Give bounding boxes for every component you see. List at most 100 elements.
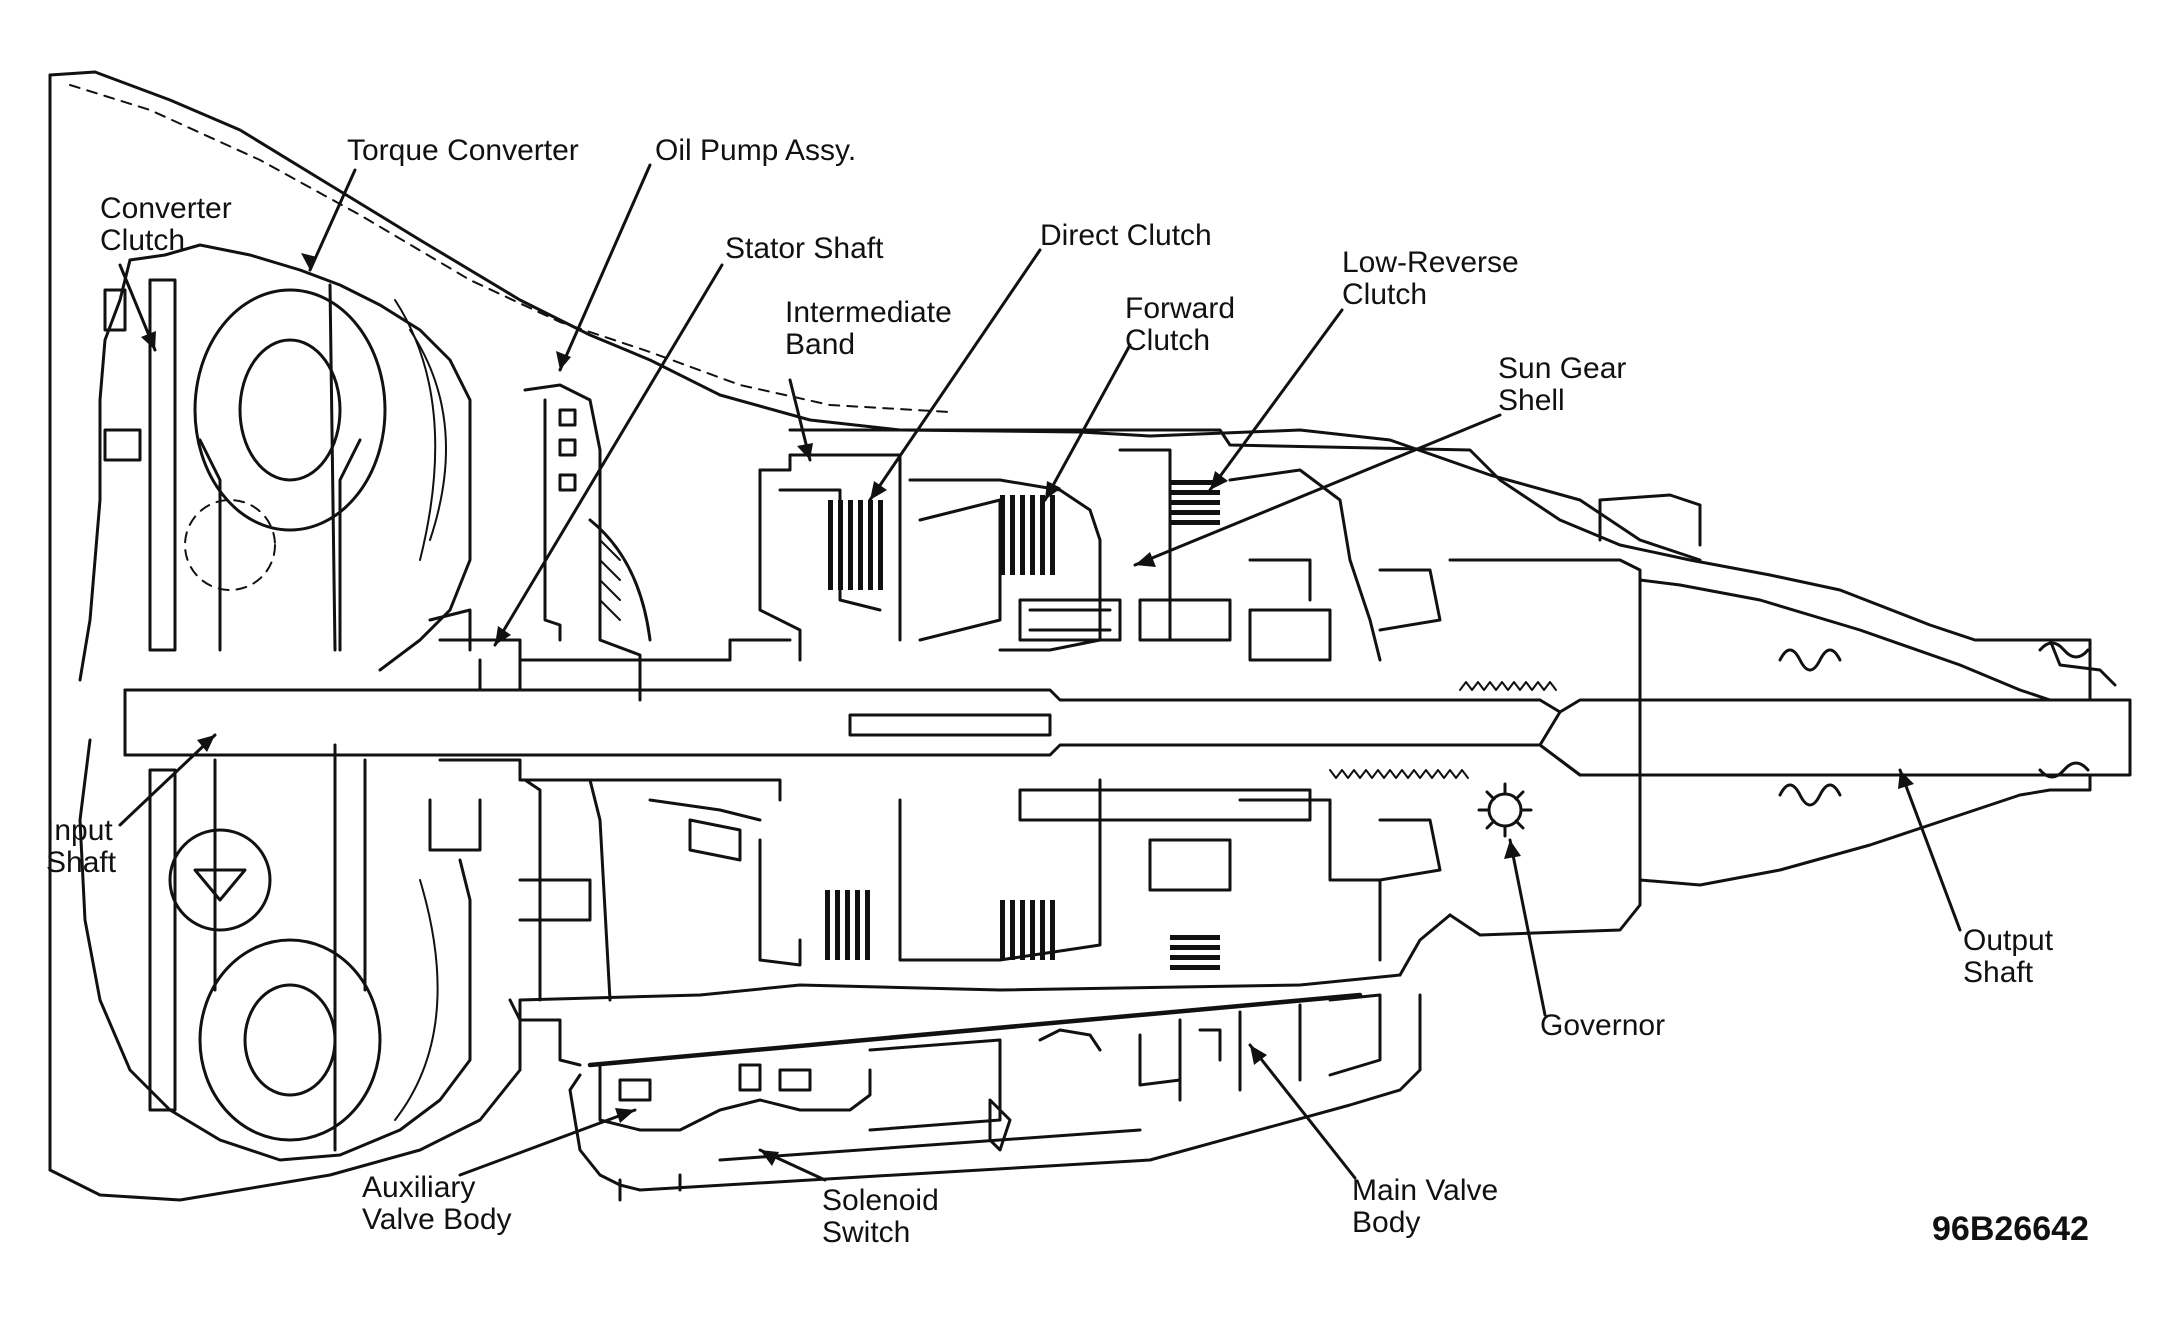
label-intermediate-band-line2: Band — [785, 328, 855, 361]
pump-seal — [428, 608, 472, 652]
governor-gear-teeth — [1477, 782, 1533, 838]
upper-impeller-arc — [394, 299, 437, 561]
stator-lower-block — [428, 798, 482, 852]
label-sun-gear-line1: Sun Gear — [1498, 352, 1626, 385]
upper-stator-vane — [328, 283, 337, 652]
lower-direct-clutch-pack — [825, 890, 870, 960]
leader-stator-shaft — [493, 263, 724, 647]
aux-valve-bores — [618, 1063, 812, 1102]
front-planet-lines — [1028, 608, 1112, 632]
converter-clutch-plate — [148, 278, 177, 652]
bell-housing-dashed — [69, 84, 951, 413]
converter-clutch-plate-lower — [148, 768, 177, 1112]
label-forward-clutch-line2: Clutch — [1125, 324, 1210, 357]
low-reverse-outer — [1118, 448, 1172, 642]
damper-spring — [193, 868, 247, 902]
extension-upper — [1638, 578, 2052, 702]
sun-gear-shell-upper — [1138, 598, 1232, 642]
shaft-lower-edge — [123, 743, 1542, 757]
lower-forward-clutch-pack — [1000, 900, 1055, 960]
rear-ring-gear — [1228, 468, 1382, 662]
label-low-reverse-line1: Low-Reverse — [1342, 246, 1519, 279]
valve-body-separator — [587, 992, 1363, 1068]
upper-torus-inner — [238, 338, 342, 482]
lower-torus-outer — [198, 938, 382, 1142]
pump-lower-port — [518, 878, 592, 922]
damper-circle — [184, 499, 276, 591]
lower-impeller-arc — [394, 879, 439, 1121]
leader-torque-converter — [308, 168, 357, 272]
direct-clutch-housing — [758, 468, 802, 662]
valve-body-assembly — [508, 992, 1422, 1202]
pump-housing-upper — [523, 383, 642, 702]
output-spline-upper — [1459, 681, 1557, 691]
label-stator-shaft: Stator Shaft — [725, 232, 884, 265]
lower-rear-support — [1378, 818, 1442, 882]
main-valve-bores — [1138, 1028, 1222, 1087]
rear-support — [1378, 568, 1442, 632]
label-intermediate-band-line1: Intermediate — [785, 296, 952, 329]
rear-seal-spring — [2038, 641, 2090, 779]
label-oil-pump: Oil Pump Assy. — [655, 134, 856, 167]
direct-clutch-pack — [828, 500, 883, 590]
output-shaft-join — [1538, 743, 1582, 777]
solenoid-switch-body — [988, 1098, 1012, 1152]
pump-inner-wall — [543, 398, 562, 642]
figure-code: 96B26642 — [1932, 1210, 2089, 1248]
label-low-reverse-line2: Clutch — [1342, 278, 1427, 311]
leader-main-valve — [1248, 1043, 1357, 1180]
leader-lines — [118, 163, 1962, 1182]
leader-oil-pump — [558, 163, 652, 372]
governor-gear — [1477, 782, 1533, 838]
lower-servo-piston — [688, 818, 742, 862]
low-reverse-clutch-pack — [1170, 480, 1220, 525]
lower-direct-housing — [758, 838, 802, 967]
lower-rear-ring — [1238, 798, 1382, 962]
component-labels: Torque Converter Oil Pump Assy. Converte… — [46, 134, 2089, 1249]
label-auxiliary-valve-line2: Valve Body — [362, 1203, 512, 1236]
shaft-splice — [1538, 698, 1562, 747]
gear-train-lower — [648, 778, 1442, 970]
pump-ports — [558, 408, 577, 492]
lower-torus-inner — [243, 983, 337, 1097]
gear-train-upper — [758, 448, 1442, 662]
label-governor: Governor — [1540, 1009, 1665, 1042]
front-planet-carrier — [1018, 598, 1122, 642]
lower-turbine-hub — [213, 743, 367, 1152]
auxiliary-valve-body — [598, 1063, 872, 1132]
bell-housing-top — [48, 70, 1702, 562]
rear-seal — [2048, 638, 2092, 792]
main-valve-body — [1038, 1003, 1302, 1102]
case-top — [788, 428, 2117, 687]
pan-rail — [718, 1128, 1142, 1162]
oil-pan — [568, 993, 1422, 1192]
shaft-upper-edge — [123, 688, 1542, 702]
label-solenoid-line1: Solenoid — [822, 1184, 939, 1217]
label-forward-clutch-line1: Forward — [1125, 292, 1235, 325]
stator-support — [428, 638, 792, 852]
label-converter-clutch-line1: Converter — [100, 192, 232, 225]
label-converter-clutch-line2: Clutch — [100, 224, 185, 257]
case-bottom-join — [1398, 913, 1452, 977]
shafts — [123, 638, 2132, 807]
converter-cover-upper — [128, 243, 472, 672]
forward-clutch-pack — [1000, 495, 1055, 575]
label-input-shaft-line1: Input — [46, 814, 113, 847]
pan-bolts — [618, 1173, 682, 1202]
pump-housing-lower — [523, 778, 612, 1002]
upper-torus-outer — [193, 288, 387, 532]
leader-sun-gear — [1133, 413, 1502, 567]
pump-rib — [588, 518, 652, 642]
rear-hub — [1248, 558, 1312, 602]
lower-damper-circle — [168, 828, 272, 932]
leader-output-shaft — [1898, 768, 1962, 932]
label-auxiliary-valve-line1: Auxiliary — [362, 1171, 475, 1204]
converter-flange — [103, 288, 142, 462]
extension-housing — [1448, 558, 1642, 937]
stator-shaft-upper — [438, 638, 792, 662]
rear-bushing-upper — [1778, 648, 1842, 672]
rear-bushing-lower — [1778, 783, 1842, 807]
label-torque-converter: Torque Converter — [347, 134, 579, 167]
label-main-valve-line1: Main Valve — [1352, 1174, 1498, 1207]
main-valve-rear — [1328, 993, 1382, 1077]
